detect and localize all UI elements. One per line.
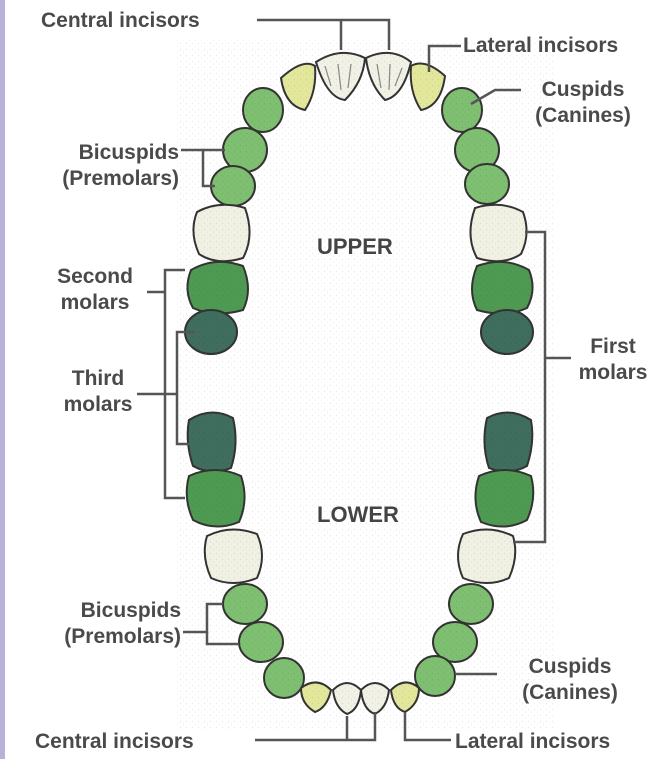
upper-left-central-incisor [366, 53, 411, 100]
leader-lines [137, 20, 571, 740]
label-cuspids-lower-line2: (Canines) [495, 680, 645, 706]
lower-right-second-molar [187, 470, 245, 527]
lower-left-second-molar [475, 470, 533, 527]
label-cuspids-upper-line2: (Canines) [513, 103, 653, 129]
label-cuspids-upper: Cuspids (Canines) [513, 77, 653, 129]
upper-left-cuspid [442, 88, 482, 132]
upper-right-second-bicuspid [211, 166, 255, 206]
upper-right-central-incisor [316, 53, 365, 100]
label-first-molars-line1: First [567, 334, 659, 360]
label-lateral-incisors-upper: Lateral incisors [463, 33, 618, 59]
upper-left-third-molar [481, 310, 533, 354]
label-upper-arch: UPPER [317, 234, 393, 260]
label-cuspids-upper-line1: Cuspids [513, 77, 653, 103]
label-second-molars-line2: molars [39, 290, 151, 316]
upper-right-second-molar [187, 262, 248, 314]
label-third-molars: Third molars [53, 366, 143, 418]
label-bicuspids-lower-line1: Bicuspids [25, 598, 181, 624]
lower-left-first-molar [458, 529, 515, 583]
upper-left-second-bicuspid [465, 164, 509, 204]
upper-right-lateral-incisor [281, 64, 315, 110]
label-bicuspids-lower-line2: (Premolars) [25, 624, 181, 650]
lower-left-cuspid [415, 656, 455, 696]
label-third-molars-line2: molars [53, 392, 143, 418]
label-bicuspids-upper-line2: (Premolars) [25, 166, 179, 192]
lower-right-central-incisor [333, 683, 361, 714]
upper-right-first-molar [193, 205, 249, 261]
lower-left-lateral-incisor [391, 682, 419, 712]
lower-right-first-bicuspid [239, 622, 283, 662]
label-third-molars-line1: Third [53, 366, 143, 392]
upper-left-first-molar [470, 205, 526, 261]
label-central-incisors-lower: Central incisors [35, 729, 194, 755]
lower-right-lateral-incisor [301, 682, 331, 712]
lower-left-central-incisor [361, 683, 389, 714]
label-first-molars-line2: molars [567, 360, 659, 386]
label-bicuspids-upper: Bicuspids (Premolars) [25, 140, 179, 192]
label-lateral-incisors-lower: Lateral incisors [455, 729, 610, 755]
label-second-molars: Second molars [39, 264, 151, 316]
label-bicuspids-upper-line1: Bicuspids [25, 140, 179, 166]
label-second-molars-line1: Second [39, 264, 151, 290]
lower-right-first-molar [205, 529, 262, 583]
label-lower-arch: LOWER [317, 502, 399, 528]
label-first-molars: First molars [567, 334, 659, 386]
lower-right-second-bicuspid [223, 584, 267, 624]
upper-left-second-molar [472, 262, 533, 314]
label-central-incisors-upper: Central incisors [41, 8, 200, 34]
lower-right-third-molar [188, 412, 236, 471]
lower-right-cuspid [264, 658, 304, 698]
upper-right-cuspid [243, 88, 283, 132]
label-cuspids-lower-line1: Cuspids [495, 654, 645, 680]
label-bicuspids-lower: Bicuspids (Premolars) [25, 598, 181, 650]
lower-left-third-molar [484, 412, 532, 471]
label-cuspids-lower: Cuspids (Canines) [495, 654, 645, 706]
lower-left-second-bicuspid [449, 584, 493, 624]
